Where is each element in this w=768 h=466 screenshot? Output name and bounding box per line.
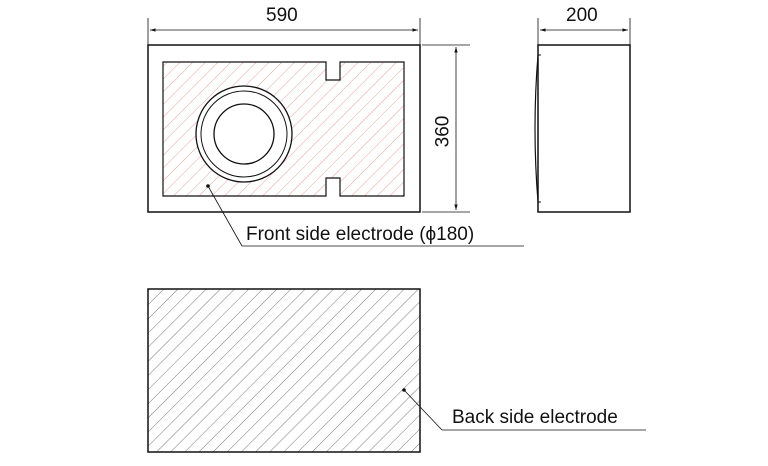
front-leader (206, 184, 524, 247)
back-electrode-area (147, 288, 421, 453)
width-dimension (147, 18, 421, 45)
front-electrode-label: Front side electrode (ϕ180) (246, 224, 475, 245)
width-dimension-label: 590 (266, 5, 298, 26)
side-bulge (534, 54, 539, 203)
side-body (537, 44, 631, 213)
front-view (147, 44, 421, 213)
height-dimension-label: 360 (432, 115, 454, 148)
back-leader (402, 388, 646, 431)
back-view (147, 288, 421, 453)
depth-dimension (537, 18, 631, 45)
height-dimension (422, 44, 470, 213)
side-view (534, 44, 631, 213)
depth-dimension-label: 200 (566, 5, 598, 26)
front-center-hole (213, 103, 275, 165)
back-electrode-label: Back side electrode (452, 407, 618, 428)
